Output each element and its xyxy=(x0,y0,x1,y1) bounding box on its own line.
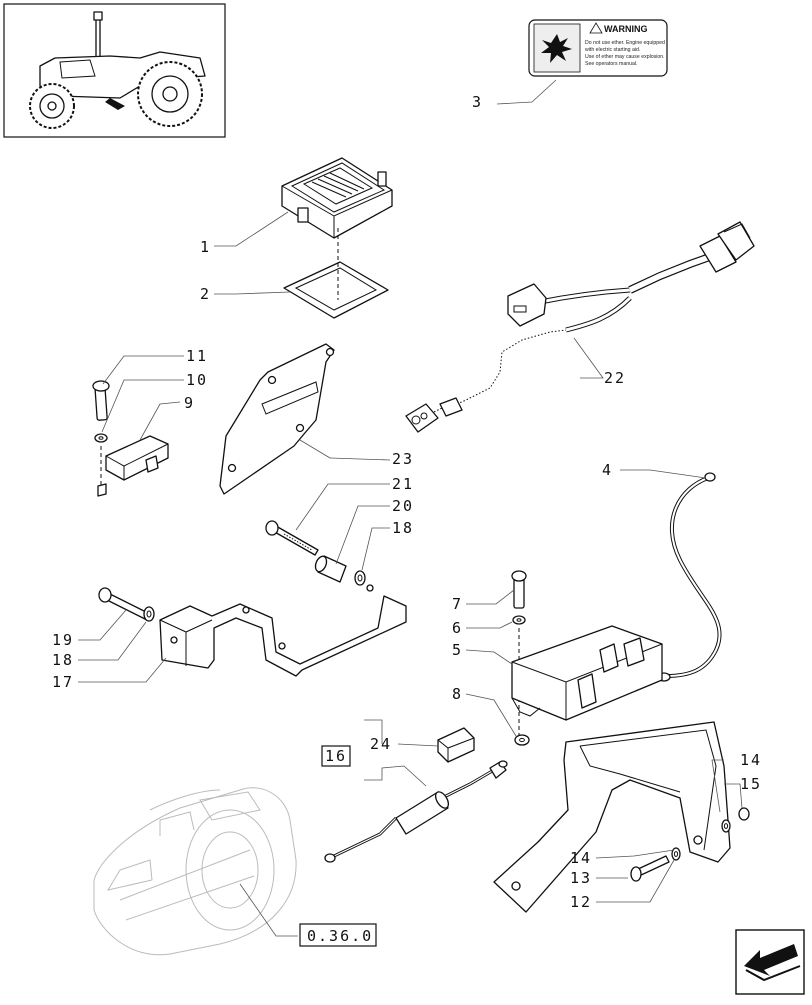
starter-motor-reference xyxy=(93,787,297,956)
tractor-icon xyxy=(29,11,206,129)
label-18-upper[interactable]: 18 xyxy=(392,519,414,537)
bracket-plate xyxy=(219,343,335,495)
label-20[interactable]: 20 xyxy=(392,497,414,515)
large-support-bracket xyxy=(493,721,750,913)
label-6[interactable]: 6 xyxy=(452,619,463,637)
label-14-right[interactable]: 14 xyxy=(740,751,762,769)
label-10[interactable]: 10 xyxy=(186,371,208,389)
ground-cable xyxy=(657,472,722,682)
label-15[interactable]: 15 xyxy=(740,775,762,793)
label-4[interactable]: 4 xyxy=(602,461,613,479)
z-bracket xyxy=(98,584,407,677)
label-19[interactable]: 19 xyxy=(52,631,74,649)
leader-lines xyxy=(78,79,743,937)
label-7[interactable]: 7 xyxy=(452,595,463,613)
wiring-harness xyxy=(405,221,755,433)
label-13[interactable]: 13 xyxy=(570,869,592,887)
next-page-button[interactable] xyxy=(735,929,805,995)
warning-decal: WARNING Do not use ether. Engine equippe… xyxy=(528,19,668,77)
control-unit xyxy=(281,157,393,239)
fuse-cable xyxy=(324,727,508,863)
warning-line-3: Use of ether may cause explosion. xyxy=(585,54,665,60)
label-8[interactable]: 8 xyxy=(452,685,463,703)
reference-box[interactable] xyxy=(299,923,377,947)
label-12[interactable]: 12 xyxy=(570,893,592,911)
label-1[interactable]: 1 xyxy=(200,238,211,256)
label-22[interactable]: 22 xyxy=(604,369,626,387)
screw-spacer-washer-set xyxy=(265,520,366,586)
label-3[interactable]: 3 xyxy=(472,93,483,111)
label-11[interactable]: 11 xyxy=(186,347,208,365)
label-9[interactable]: 9 xyxy=(184,394,195,412)
label-23[interactable]: 23 xyxy=(392,450,414,468)
tractor-thumbnail xyxy=(3,3,226,138)
warning-heading: WARNING xyxy=(604,24,648,34)
gasket xyxy=(283,228,389,319)
warning-line-2: with electric starting aid. xyxy=(585,47,640,53)
relay-module xyxy=(92,380,169,497)
part-16-box xyxy=(321,745,351,767)
warning-line-4: See operators manual. xyxy=(585,61,637,67)
next-page-arrow-icon xyxy=(744,944,801,982)
label-17[interactable]: 17 xyxy=(52,673,74,691)
explosion-icon xyxy=(541,34,572,63)
label-18-lower[interactable]: 18 xyxy=(52,651,74,669)
reference-box-label[interactable]: 0.36.0 xyxy=(307,927,373,945)
label-21[interactable]: 21 xyxy=(392,475,414,493)
label-24[interactable]: 24 xyxy=(370,735,392,753)
warning-triangle-icon xyxy=(589,22,603,34)
warning-line-1: Do not use ether. Engine equipped xyxy=(585,40,665,46)
label-5[interactable]: 5 xyxy=(452,641,463,659)
electronic-module xyxy=(511,570,663,746)
label-2[interactable]: 2 xyxy=(200,285,211,303)
label-16[interactable]: 16 xyxy=(325,747,347,765)
label-14-lower[interactable]: 14 xyxy=(570,849,592,867)
